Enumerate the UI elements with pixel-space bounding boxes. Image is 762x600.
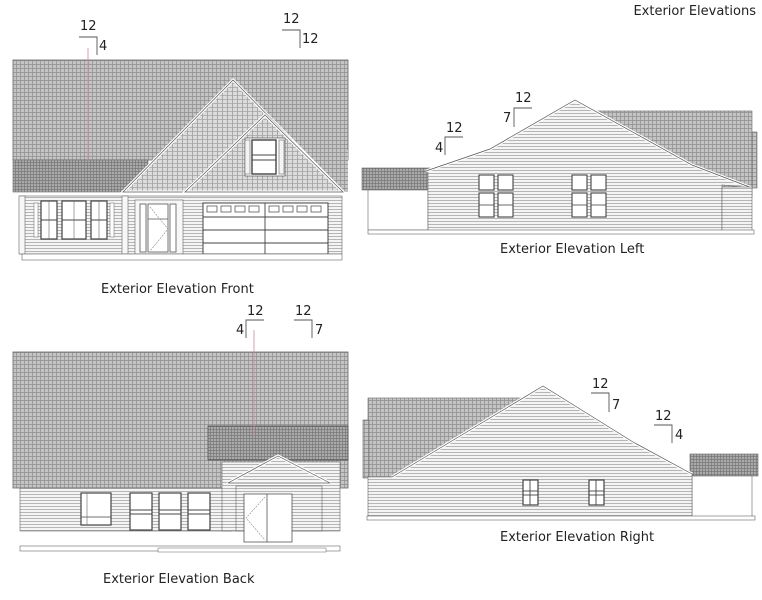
back-pitch-1-run: 12 xyxy=(247,304,264,319)
front-pitch-2-run: 12 xyxy=(283,12,300,27)
back-pitch-2-rise: 7 xyxy=(315,323,324,338)
left-pitch-1-run: 12 xyxy=(446,121,463,136)
back-pitch-2-run: 12 xyxy=(295,304,312,319)
left-pitch-2-rise: 7 xyxy=(503,111,512,126)
right-pitch-2-rise: 4 xyxy=(675,428,684,443)
caption-left: Exterior Elevation Left xyxy=(500,242,645,257)
back-pitch-1-rise: 4 xyxy=(236,323,245,338)
right-pitch-2-run: 12 xyxy=(655,409,672,424)
front-pitch-1-run: 12 xyxy=(80,19,97,34)
sheet-title: Exterior Elevations xyxy=(633,4,756,19)
caption-back: Exterior Elevation Back xyxy=(103,572,255,587)
caption-right: Exterior Elevation Right xyxy=(500,530,655,545)
pitch-symbols xyxy=(79,29,673,443)
right-pitch-1-rise: 7 xyxy=(612,398,621,413)
caption-front: Exterior Elevation Front xyxy=(101,282,254,297)
left-pitch-1-rise: 4 xyxy=(435,141,444,156)
front-elevation xyxy=(12,48,349,261)
left-elevation xyxy=(361,98,758,235)
right-elevation xyxy=(362,384,759,521)
left-pitch-2-run: 12 xyxy=(515,91,532,106)
back-elevation xyxy=(12,330,349,553)
front-pitch-2-rise: 12 xyxy=(302,32,319,47)
right-pitch-1-run: 12 xyxy=(592,377,609,392)
front-pitch-1-rise: 4 xyxy=(99,39,108,54)
